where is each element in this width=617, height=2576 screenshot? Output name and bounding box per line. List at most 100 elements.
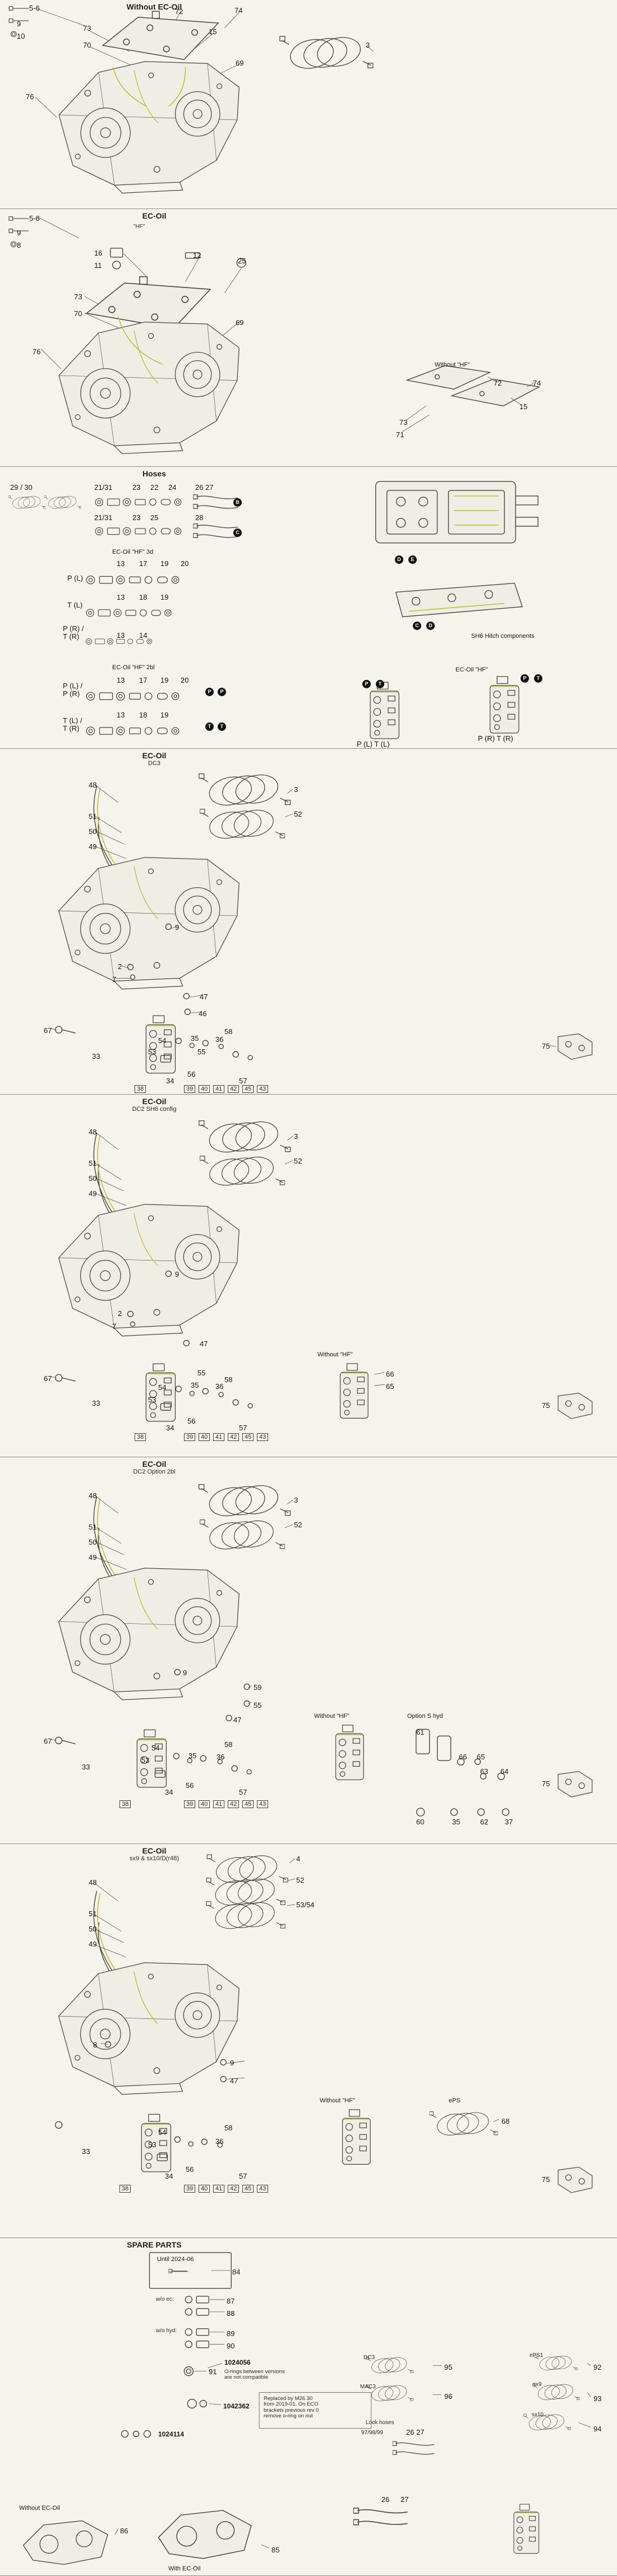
caption: MAC3 bbox=[360, 2384, 376, 2390]
part-label: 5-6 bbox=[29, 214, 40, 223]
caption: w/o hyd: bbox=[156, 2328, 177, 2334]
part-label: 93 bbox=[593, 2394, 602, 2403]
part-label: 56 bbox=[186, 2165, 194, 2174]
port-marker: E bbox=[408, 555, 417, 564]
part-label: 36 bbox=[215, 2137, 224, 2146]
part-label: 33 bbox=[82, 2147, 90, 2156]
part-label: 74 bbox=[234, 6, 243, 15]
part-label: 47 bbox=[200, 1340, 208, 1348]
caption: DC3 bbox=[363, 2355, 375, 2361]
part-label: 49 bbox=[89, 1553, 97, 1562]
part-label: P (R) T (R) bbox=[478, 734, 513, 743]
part-ref-box: 45 bbox=[242, 1433, 254, 1442]
part-label: 52 bbox=[294, 810, 302, 818]
part-label: 64 bbox=[500, 1767, 509, 1776]
caption: ePS1 bbox=[529, 2352, 544, 2359]
part-label: 35 bbox=[191, 1381, 199, 1389]
caption: Option S hyd bbox=[407, 1713, 443, 1720]
part-ref-box: 39 bbox=[184, 1433, 196, 1442]
caption: Lock hoses bbox=[366, 2420, 394, 2426]
part-ref-box: 39 bbox=[184, 1085, 196, 1094]
part-label: 22 bbox=[150, 483, 159, 492]
part-ref-box: 45 bbox=[242, 2185, 254, 2193]
part-label: 34 bbox=[166, 1424, 174, 1432]
section-header: EC-Oil bbox=[93, 211, 216, 220]
caption: Without "HF" bbox=[435, 362, 470, 368]
caption: Without "HF" bbox=[320, 2097, 355, 2104]
part-label: 13 bbox=[117, 676, 125, 684]
part-label: 15 bbox=[519, 402, 528, 411]
part-label: 16 bbox=[94, 249, 103, 257]
part-label: 13 bbox=[117, 559, 125, 568]
part-label: 2 bbox=[118, 1309, 122, 1318]
part-label: 18 bbox=[139, 593, 148, 601]
part-label: 36 bbox=[217, 1753, 225, 1761]
part-label: 13 bbox=[117, 593, 125, 601]
exploded-view-drawing bbox=[8, 6, 374, 194]
part-label: 9 bbox=[175, 1270, 179, 1278]
part-label: 75 bbox=[542, 1780, 550, 1788]
caption: ePS bbox=[449, 2097, 461, 2104]
part-label: 9 bbox=[17, 229, 21, 237]
part-label: 15 bbox=[209, 27, 217, 36]
part-label: 13 bbox=[117, 631, 125, 640]
part-label: 17 bbox=[139, 559, 148, 568]
part-label: 18 bbox=[139, 711, 148, 719]
port-marker: P bbox=[218, 688, 226, 696]
part-ref-box: 41 bbox=[213, 1085, 225, 1094]
part-label: 53 bbox=[141, 1756, 150, 1764]
part-label: 67 bbox=[44, 1026, 52, 1035]
part-label: 52 bbox=[296, 1876, 305, 1884]
part-ref-box: 41 bbox=[213, 1800, 225, 1809]
section-header: SPARE PARTS bbox=[93, 2240, 216, 2249]
part-label: 72 bbox=[175, 7, 183, 16]
port-marker: T bbox=[218, 722, 226, 731]
part-label: 84 bbox=[232, 2268, 241, 2276]
part-label: 25 bbox=[238, 257, 246, 265]
part-ref-box: 43 bbox=[257, 1085, 269, 1094]
caption: "HF" bbox=[133, 224, 145, 230]
part-label: 92 bbox=[593, 2363, 602, 2371]
part-label: 21/31 bbox=[94, 513, 113, 522]
part-label: 57 bbox=[239, 1077, 247, 1085]
part-label: 53/54 bbox=[296, 1901, 315, 1909]
part-label: 36 bbox=[215, 1035, 224, 1044]
small-parts-drawing bbox=[54, 1669, 250, 1744]
section-title: EC-Oil bbox=[142, 1846, 167, 1855]
part-label: 75 bbox=[542, 1401, 550, 1410]
caption: EC-Oil "HF" bbox=[455, 666, 488, 673]
part-label: 14 bbox=[139, 631, 148, 640]
part-ref-box: 43 bbox=[257, 1433, 269, 1442]
part-label: 33 bbox=[92, 1052, 100, 1060]
part-label: 58 bbox=[224, 2124, 233, 2132]
part-label: 48 bbox=[89, 1128, 97, 1136]
part-label: 21/31 bbox=[94, 483, 113, 492]
part-label: 35 bbox=[452, 1818, 461, 1826]
part-label: 54 bbox=[158, 1383, 167, 1392]
part-label: 71 bbox=[396, 430, 404, 439]
note-text: Replaced by M26.30 from 2019-01. On ECO … bbox=[264, 2396, 319, 2420]
port-marker: T bbox=[534, 674, 542, 683]
part-label: 9 bbox=[17, 20, 21, 28]
section-header: EC-Oil DC3 bbox=[93, 751, 216, 767]
section-title: EC-Oil bbox=[142, 751, 167, 760]
hoses-drawing bbox=[8, 481, 538, 739]
part-label: 56 bbox=[187, 1417, 196, 1425]
section-header: EC-Oil sx9 & sx10/D(r48) bbox=[93, 1846, 216, 1862]
part-label: 11 bbox=[94, 261, 102, 270]
part-label: 9 bbox=[175, 923, 179, 932]
part-label: 89 bbox=[227, 2329, 235, 2338]
caption: Without "HF" bbox=[314, 1713, 349, 1720]
port-marker: D bbox=[395, 555, 403, 564]
part-ref-box: 43 bbox=[257, 1800, 269, 1809]
part-label: 87 bbox=[227, 2297, 235, 2305]
part-label: 5-6 bbox=[29, 4, 40, 12]
part-label: 26 bbox=[381, 2495, 390, 2504]
caption: 97/98/99 bbox=[361, 2430, 383, 2436]
part-label: 19 bbox=[160, 676, 169, 684]
